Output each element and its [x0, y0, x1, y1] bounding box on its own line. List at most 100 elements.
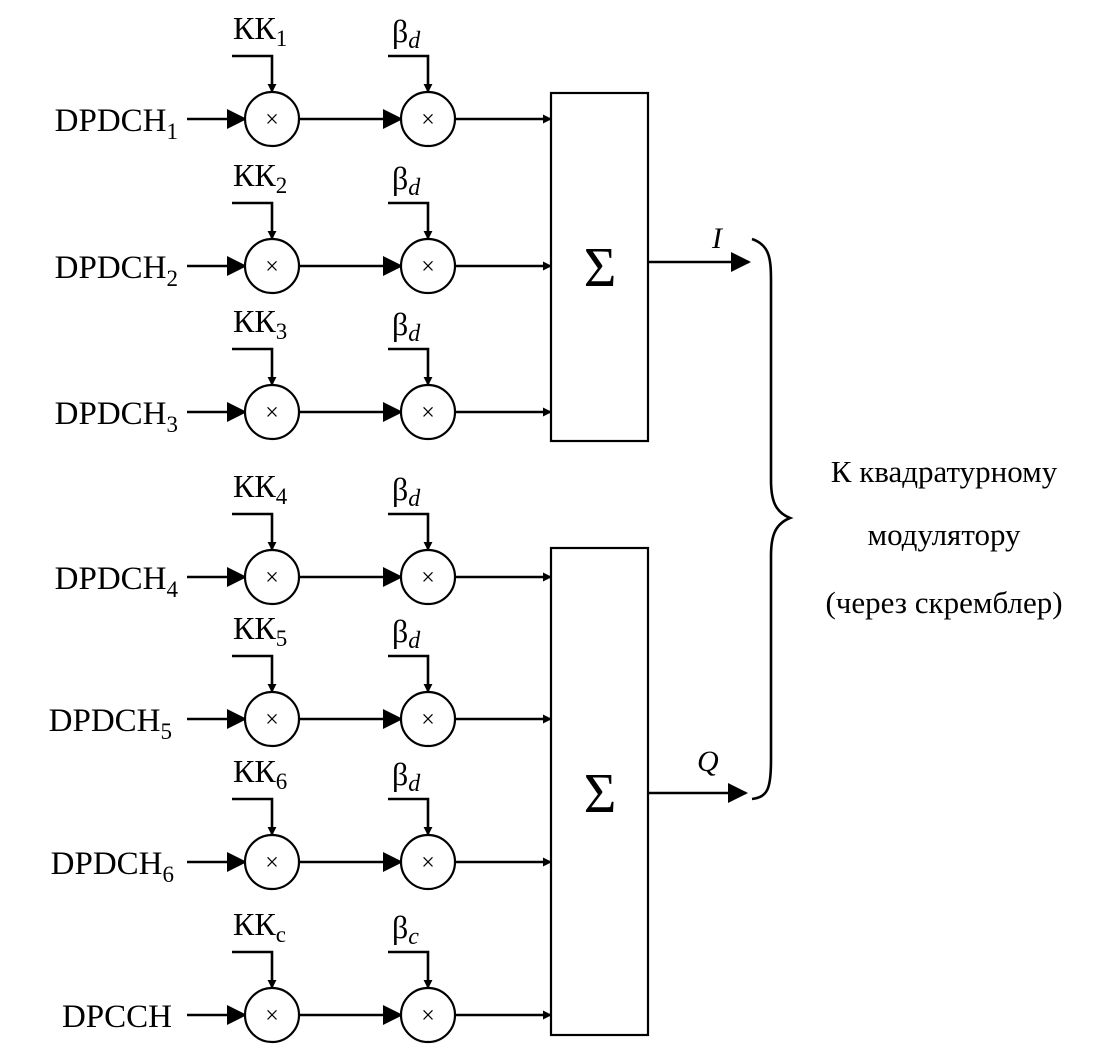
- gain-name: β: [392, 756, 408, 792]
- gain-subscript: d: [408, 628, 421, 654]
- channel-row: DPDCH3×КК3×βd: [55, 303, 552, 441]
- output-q-label: Q: [697, 745, 719, 778]
- gain-label: βc: [392, 909, 419, 950]
- gain-name: β: [392, 13, 408, 49]
- code-subscript: 3: [276, 319, 288, 344]
- code-arrow: [232, 201, 277, 240]
- summer-i-box: [549, 91, 650, 443]
- multiply-symbol: ×: [421, 400, 435, 426]
- channel-name: DPDCH: [55, 103, 167, 139]
- code-subscript: 1: [276, 26, 288, 51]
- channel-subscript: 6: [163, 862, 175, 887]
- destination-line-1: К квадратурному: [831, 454, 1058, 489]
- gain-label: βd: [392, 471, 421, 512]
- code-label: ККc: [233, 906, 286, 947]
- gain-arrow: [388, 950, 433, 989]
- gain-subscript: d: [408, 175, 421, 201]
- channel-row: DPDCH1×КК1×βd: [55, 10, 552, 148]
- channel-label: DPDCH4: [55, 561, 179, 602]
- gain-label: βd: [392, 306, 421, 347]
- code-arrow: [232, 347, 277, 386]
- channel-name: DPDCH: [55, 561, 167, 597]
- summer-q: Σ: [549, 546, 650, 1037]
- gain-name: β: [392, 909, 408, 945]
- code-name: КК: [233, 468, 276, 504]
- gain-arrow: [388, 54, 433, 93]
- channel-row: DPDCH2×КК2×βd: [55, 157, 552, 295]
- gain-subscript: d: [408, 771, 421, 797]
- summer-i-symbol: Σ: [584, 237, 617, 299]
- code-name: КК: [233, 157, 276, 193]
- gain-name: β: [392, 306, 408, 342]
- multiply-symbol: ×: [421, 707, 435, 733]
- channel-name: DPDCH: [49, 703, 161, 739]
- channel-name: DPCCH: [62, 999, 172, 1035]
- multiply-symbol: ×: [265, 850, 279, 876]
- multiply-symbol: ×: [421, 107, 435, 133]
- code-name: КК: [233, 753, 276, 789]
- gain-label: βd: [392, 756, 421, 797]
- channel-label: DPCCH: [62, 999, 172, 1035]
- multiply-symbol: ×: [265, 1003, 279, 1029]
- code-subscript: 2: [276, 173, 288, 198]
- gain-arrow: [388, 201, 433, 240]
- channel-subscript: 5: [161, 719, 173, 744]
- code-label: КК4: [233, 468, 288, 509]
- code-arrow: [232, 654, 277, 693]
- channel-subscript: 2: [167, 266, 179, 291]
- output-q: Q: [648, 745, 748, 803]
- multiply-symbol: ×: [421, 850, 435, 876]
- code-name: КК: [233, 906, 276, 942]
- code-label: КК6: [233, 753, 287, 794]
- multiply-symbol: ×: [421, 565, 435, 591]
- code-subscript: 5: [276, 626, 288, 651]
- gain-label: βd: [392, 160, 421, 201]
- destination-line-2: модулятору: [867, 517, 1021, 552]
- channel-row: DPDCH6×КК6×βd: [51, 753, 552, 891]
- channel-row: DPDCH5×КК5×βd: [49, 610, 552, 748]
- code-subscript: 6: [276, 769, 288, 794]
- summer-i: Σ: [549, 91, 650, 443]
- code-arrow: [232, 54, 277, 93]
- multiply-symbol: ×: [265, 400, 279, 426]
- channel-label: DPDCH2: [55, 250, 178, 291]
- code-arrow: [232, 512, 277, 551]
- channel-row: DPCCH×ККc×βc: [62, 906, 552, 1044]
- code-subscript: c: [276, 922, 286, 947]
- code-name: КК: [233, 610, 276, 646]
- channel-name: DPDCH: [51, 846, 163, 882]
- channel-label: DPDCH6: [51, 846, 174, 887]
- gain-name: β: [392, 160, 408, 196]
- channel-subscript: 4: [167, 577, 179, 602]
- code-arrow: [232, 950, 277, 989]
- channel-label: DPDCH3: [55, 396, 178, 437]
- code-label: КК5: [233, 610, 287, 651]
- gain-arrow: [388, 797, 433, 836]
- multiply-symbol: ×: [265, 565, 279, 591]
- channel-label: DPDCH5: [49, 703, 172, 744]
- channel-rows: DPDCH1×КК1×βdDPDCH2×КК2×βdDPDCH3×КК3×βdD…: [49, 10, 552, 1044]
- multiply-symbol: ×: [265, 254, 279, 280]
- gain-arrow: [388, 654, 433, 693]
- gain-subscript: d: [408, 321, 421, 347]
- code-arrow: [232, 797, 277, 836]
- gain-subscript: d: [408, 486, 421, 512]
- curly-brace: [751, 237, 794, 801]
- gain-arrow: [388, 347, 433, 386]
- gain-name: β: [392, 613, 408, 649]
- destination-line-3: (через скремблер): [825, 585, 1062, 620]
- code-name: КК: [233, 10, 276, 46]
- code-subscript: 4: [276, 484, 288, 509]
- channel-row: DPDCH4×КК4×βd: [55, 468, 552, 606]
- channel-subscript: 3: [167, 412, 179, 437]
- multiply-symbol: ×: [421, 1003, 435, 1029]
- code-label: КК1: [233, 10, 287, 51]
- code-label: КК2: [233, 157, 287, 198]
- gain-name: β: [392, 471, 408, 507]
- gain-label: βd: [392, 613, 421, 654]
- gain-subscript: d: [408, 28, 421, 54]
- channel-label: DPDCH1: [55, 103, 178, 144]
- multiply-symbol: ×: [421, 254, 435, 280]
- gain-arrow: [388, 512, 433, 551]
